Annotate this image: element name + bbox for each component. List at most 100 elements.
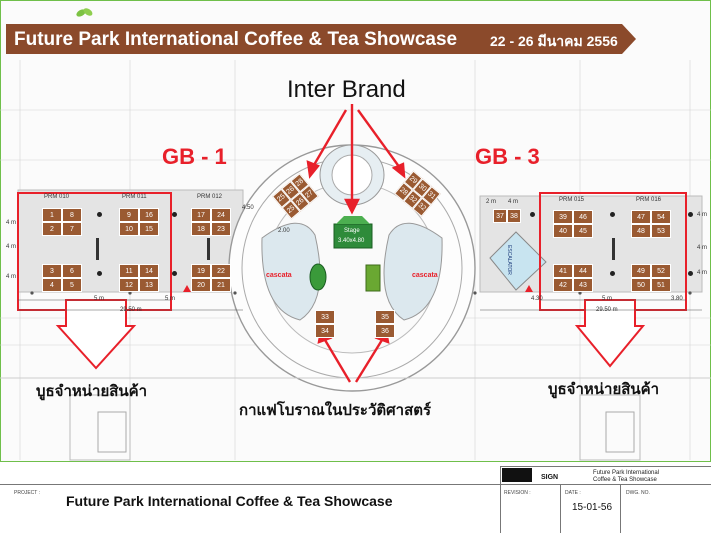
date-value: 15-01-56 (572, 502, 613, 513)
booth-49[interactable]: 49 (631, 264, 651, 278)
booth-51[interactable]: 51 (651, 278, 671, 292)
project-name: Future Park International Coffee & Tea S… (66, 493, 393, 509)
booth-23[interactable]: 23 (211, 222, 231, 236)
pillar-dot (610, 271, 615, 276)
booth-47[interactable]: 47 (631, 210, 651, 224)
dim-5m-a: 5 m (94, 296, 105, 302)
date-label: DATE : (565, 490, 581, 496)
pillar-dot (688, 271, 693, 276)
dim-5m-b: 5 m (165, 296, 176, 302)
booth-4[interactable]: 4 (42, 278, 62, 292)
pillar-dot (97, 212, 102, 217)
dim-4m-r1: 4 m (697, 212, 708, 218)
dim-2950-right: 29.50 m (596, 307, 618, 313)
booth-50[interactable]: 50 (631, 278, 651, 292)
booth-21[interactable]: 21 (211, 278, 231, 292)
booth-43[interactable]: 43 (573, 278, 593, 292)
booth-24[interactable]: 24 (211, 208, 231, 222)
booth-9[interactable]: 9 (119, 208, 139, 222)
booth-33[interactable]: 33 (315, 310, 335, 324)
booth-40[interactable]: 40 (553, 224, 573, 238)
dwg-label: DWG. NO. (626, 490, 650, 496)
booth-45[interactable]: 45 (573, 224, 593, 238)
project-label: PROJECT : (14, 490, 41, 496)
booth-15[interactable]: 15 (139, 222, 159, 236)
stage-size: 3.40x4.80 (338, 238, 365, 244)
pillar-dot (610, 212, 615, 217)
booth-42[interactable]: 42 (553, 278, 573, 292)
booth-22[interactable]: 22 (211, 264, 231, 278)
dim-4m-b: 4 m (6, 244, 17, 250)
booth-38[interactable]: 38 (507, 209, 521, 223)
booth-53[interactable]: 53 (651, 224, 671, 238)
right-booth-caption: บูธจำหน่ายสินค้า (548, 380, 660, 398)
sign-box (502, 468, 532, 482)
booth-8[interactable]: 8 (62, 208, 82, 222)
booth-20[interactable]: 20 (191, 278, 211, 292)
banner-bar (6, 24, 636, 54)
booth-48[interactable]: 48 (631, 224, 651, 238)
dim-380: 3.80 (671, 296, 683, 302)
booth-19[interactable]: 19 (191, 264, 211, 278)
booth-10[interactable]: 10 (119, 222, 139, 236)
pillar-dot (172, 271, 177, 276)
banner-title: Future Park International Coffee & Tea S… (14, 29, 458, 50)
dim-2950-left: 29.50 m (120, 307, 142, 313)
prm-015-label: PRM 015 (559, 197, 585, 203)
booth-18[interactable]: 18 (191, 222, 211, 236)
booth-3[interactable]: 3 (42, 264, 62, 278)
booth-2[interactable]: 2 (42, 222, 62, 236)
booth-37[interactable]: 37 (493, 209, 507, 223)
pillar-dot (172, 212, 177, 217)
pillar-dot (97, 271, 102, 276)
dim-4m-a: 4 m (6, 220, 17, 226)
dim-4m-r3: 4 m (697, 270, 708, 276)
booth-36[interactable]: 36 (375, 324, 395, 338)
escalator-label: ESCALATOR (505, 245, 512, 275)
prm-011-label: PRM 011 (122, 194, 147, 200)
dim-4m-r2: 4 m (697, 245, 708, 251)
booth-14[interactable]: 14 (139, 264, 159, 278)
prm-016-label: PRM 016 (636, 197, 662, 203)
booth-5[interactable]: 5 (62, 278, 82, 292)
pillar-dot (688, 212, 693, 217)
booth-12[interactable]: 12 (119, 278, 139, 292)
dim-430: 4.30 (531, 296, 543, 302)
revision-label: REVISION : (504, 490, 531, 496)
prm-010-label: PRM 010 (44, 194, 70, 200)
sign-label: SIGN (541, 474, 559, 481)
booth-17[interactable]: 17 (191, 208, 211, 222)
gb1-label: GB - 1 (162, 144, 227, 169)
title-block: SIGN Future Park International Coffee & … (0, 462, 711, 533)
booth-7[interactable]: 7 (62, 222, 82, 236)
inter-brand-label: Inter Brand (287, 76, 406, 103)
booth-44[interactable]: 44 (573, 264, 593, 278)
booth-54[interactable]: 54 (651, 210, 671, 224)
stage-label: Stage (344, 228, 360, 234)
booth-41[interactable]: 41 (553, 264, 573, 278)
project-short-2: Coffee & Tea Showcase (593, 477, 657, 483)
dim-5m-c: 5 m (602, 296, 613, 302)
booth-13[interactable]: 13 (139, 278, 159, 292)
booth-34[interactable]: 34 (315, 324, 335, 338)
booth-11[interactable]: 11 (119, 264, 139, 278)
booth-1[interactable]: 1 (42, 208, 62, 222)
dim-4m-top: 4 m (508, 199, 519, 205)
booth-35[interactable]: 35 (375, 310, 395, 324)
prm-012-label: PRM 012 (197, 194, 223, 200)
left-booth-caption: บูธจำหน่ายสินค้า (36, 382, 148, 400)
pillar-dot (530, 212, 535, 217)
dim-2m: 2 m (486, 199, 497, 205)
booth-6[interactable]: 6 (62, 264, 82, 278)
center-caption: กาแฟโบราณในประวัติศาสตร์ (239, 401, 432, 419)
dim-450: 4.50 (242, 205, 254, 211)
dim-4m-c: 4 m (6, 274, 17, 280)
cascata-left-label: cascata (266, 272, 292, 279)
banner-date: 22 - 26 มีนาคม 2556 (490, 33, 618, 49)
booth-46[interactable]: 46 (573, 210, 593, 224)
booth-39[interactable]: 39 (553, 210, 573, 224)
project-short-1: Future Park International (593, 470, 660, 476)
booth-16[interactable]: 16 (139, 208, 159, 222)
booth-52[interactable]: 52 (651, 264, 671, 278)
leaf-icon (76, 8, 93, 17)
